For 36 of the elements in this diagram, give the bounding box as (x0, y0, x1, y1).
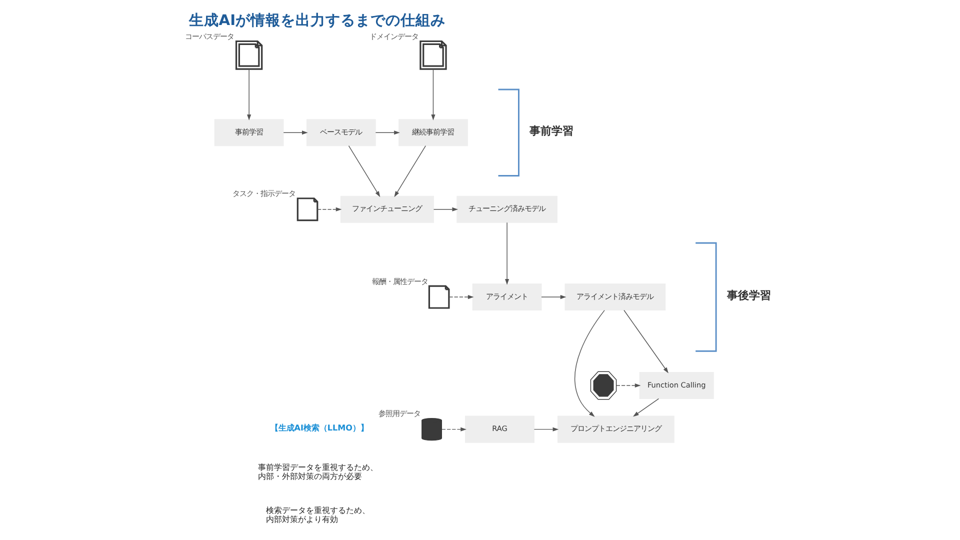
node-picture (590, 371, 617, 400)
arrow (394, 145, 426, 198)
node-label: タスク・指示データ (232, 189, 296, 198)
node-box: 継続事前学習 (398, 119, 468, 146)
node-box: プロンプトエンジニアリング (557, 416, 674, 443)
node-label: コーパスデータ (185, 32, 234, 42)
label: 事前学習 (530, 124, 574, 138)
node-box: 事前学習 (214, 119, 284, 146)
node-box: ベースモデル (306, 119, 376, 146)
arrow (534, 427, 559, 432)
label: 事後学習 (727, 288, 772, 302)
arrow (317, 207, 342, 212)
node-label: 参照用データ (378, 409, 421, 418)
arrow (574, 310, 605, 417)
arrow (433, 207, 458, 212)
node-label: ドメインデータ (369, 32, 418, 42)
node-box: アライメント済みモデル (564, 284, 666, 311)
arrow (448, 295, 474, 300)
arrow (431, 68, 436, 120)
arrow (616, 383, 641, 388)
arrow (505, 222, 510, 285)
arrow (441, 427, 466, 432)
node-label: 報酬・属性データ (372, 276, 428, 286)
arrow (632, 398, 660, 417)
diagram-title: 生成AIが情報を出力するまでの仕組み (188, 12, 446, 30)
arrow (375, 130, 400, 135)
node-box: ファインチューニング (340, 196, 434, 223)
node-box: RAG (465, 416, 534, 443)
arrow (624, 310, 668, 374)
node-box: Function Calling (639, 372, 714, 399)
arrow (348, 145, 380, 198)
arrow (283, 130, 308, 135)
node-box: チューニング済みモデル (456, 196, 558, 223)
arrow (541, 295, 566, 300)
arrow (247, 68, 252, 120)
node-box: アライメント (472, 284, 542, 311)
